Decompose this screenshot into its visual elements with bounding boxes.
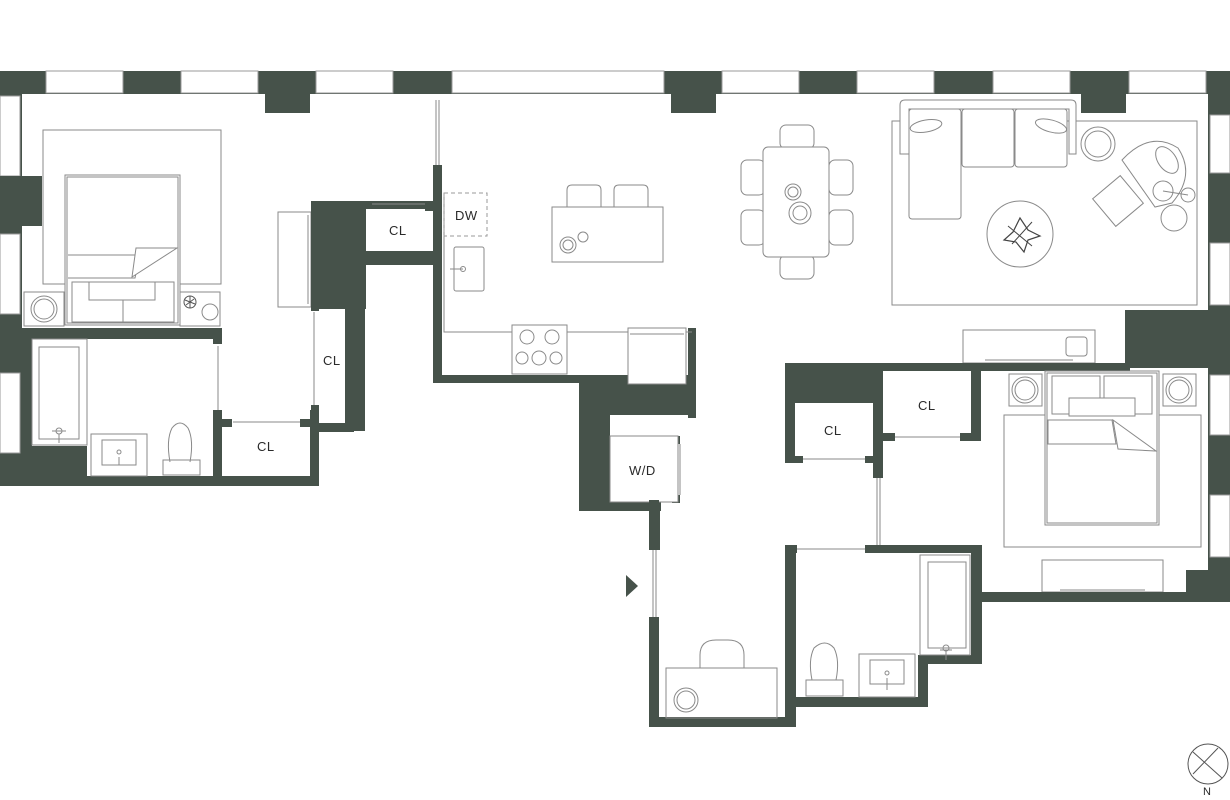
closet-label: CL (918, 398, 936, 413)
closet-label: CL (389, 223, 407, 238)
bedroom-2 (1003, 370, 1202, 593)
bedroom-1-closets: CL CL CL (233, 201, 435, 454)
bedroom-1 (22, 100, 440, 486)
kitchen-sink-icon (450, 246, 485, 292)
bedroom-2-walls: CL CL (785, 363, 1130, 545)
entry-office (626, 500, 796, 727)
north-label: N (1203, 786, 1211, 798)
kitchen: DW W/D (433, 165, 696, 550)
kitchen-island (551, 184, 664, 263)
refrigerator-icon (627, 327, 687, 385)
bathtub-faucet-icon (940, 644, 952, 660)
dishwasher-label: DW (455, 208, 478, 223)
armchair (1091, 140, 1196, 232)
washer-dryer-label: W/D (629, 463, 656, 478)
exterior-wall-left (0, 71, 42, 486)
stove-icon (511, 324, 568, 375)
dining-table (740, 124, 854, 280)
plant-icon (183, 295, 197, 309)
closet-label: CL (824, 423, 842, 438)
bathroom-1 (31, 338, 219, 477)
exterior-wall-top (0, 70, 1230, 113)
entry-arrow-icon (626, 575, 638, 597)
living-room (891, 99, 1198, 364)
bathtub-faucet-icon (52, 427, 66, 443)
sectional-sofa (899, 99, 1077, 220)
plant-icon (1002, 216, 1042, 254)
closet-label: CL (257, 439, 275, 454)
bathroom-2 (785, 545, 982, 727)
closet-label: CL (323, 353, 341, 368)
compass-icon: N (1187, 743, 1229, 798)
coffee-table (986, 200, 1054, 268)
